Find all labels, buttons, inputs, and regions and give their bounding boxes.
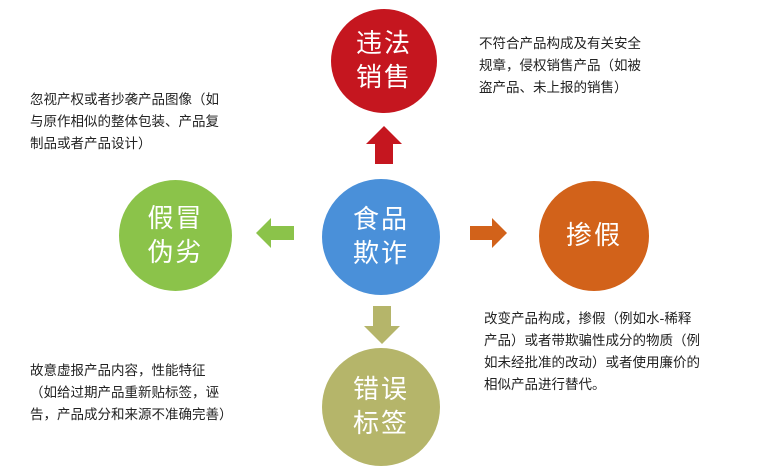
- node-mislabeling-line1: 错误: [352, 375, 409, 405]
- node-illegal-sales-line2: 销售: [355, 63, 412, 93]
- description-line: （如给过期产品重新贴标签，诬: [30, 385, 219, 401]
- description-line: 相似产品进行替代。: [484, 377, 606, 393]
- arrow-up-shape: [366, 126, 402, 164]
- node-food-fraud-line1: 食品: [352, 205, 409, 235]
- node-food-fraud: 食品 欺诈: [322, 179, 440, 295]
- description-line: 不符合产品构成及有关安全: [479, 36, 641, 52]
- node-illegal-sales-line1: 违法: [355, 29, 412, 59]
- description-adulteration: 改变产品构成，掺假（例如水-稀释 产品）或者带欺骗性成分的物质（例 如未经批准的…: [484, 308, 754, 396]
- description-counterfeit: 忽视产权或者抄袭产品图像（如 与原作相似的整体包装、产品复 制品或者产品设计）: [30, 89, 265, 155]
- description-line: 改变产品构成，掺假（例如水-稀释: [484, 311, 692, 327]
- description-line: 制品或者产品设计）: [30, 136, 152, 152]
- description-line: 故意虚报产品内容，性能特征: [30, 363, 206, 379]
- description-line: 忽视产权或者抄袭产品图像（如: [30, 92, 219, 108]
- description-line: 如未经批准的改动）或者使用廉价的: [484, 355, 700, 371]
- node-counterfeit-line1: 假冒: [147, 203, 204, 234]
- arrow-left-shape: [256, 218, 294, 248]
- description-illegal-sales: 不符合产品构成及有关安全 规章，侵权销售产品（如被 盗产品、未上报的销售）: [479, 33, 689, 99]
- node-counterfeit-line2: 伪劣: [147, 237, 204, 268]
- description-line: 产品）或者带欺骗性成分的物质（例: [484, 333, 700, 349]
- description-line: 规章，侵权销售产品（如被: [479, 58, 641, 74]
- description-line: 与原作相似的整体包装、产品复: [30, 114, 219, 130]
- arrow-right-shape: [470, 218, 507, 248]
- node-food-fraud-line2: 欺诈: [352, 239, 409, 269]
- node-counterfeit: 假冒 伪劣: [119, 180, 232, 291]
- node-adulteration-label: 掺假: [565, 221, 622, 251]
- node-mislabeling-line2: 标签: [352, 409, 409, 439]
- arrow-down-shape: [364, 306, 400, 344]
- arrow-left-icon: [256, 218, 294, 248]
- node-mislabeling: 错误 标签: [322, 348, 440, 466]
- description-mislabeling: 故意虚报产品内容，性能特征 （如给过期产品重新贴标签，诬 告，产品成分和来源不准…: [30, 360, 300, 426]
- arrow-down-icon: [364, 306, 400, 344]
- arrow-up-icon: [366, 126, 402, 164]
- node-adulteration: 掺假: [539, 181, 649, 291]
- node-illegal-sales: 违法 销售: [331, 9, 437, 113]
- description-line: 盗产品、未上报的销售）: [479, 80, 628, 96]
- description-line: 告，产品成分和来源不准确完善）: [30, 407, 233, 423]
- arrow-right-icon: [470, 218, 507, 248]
